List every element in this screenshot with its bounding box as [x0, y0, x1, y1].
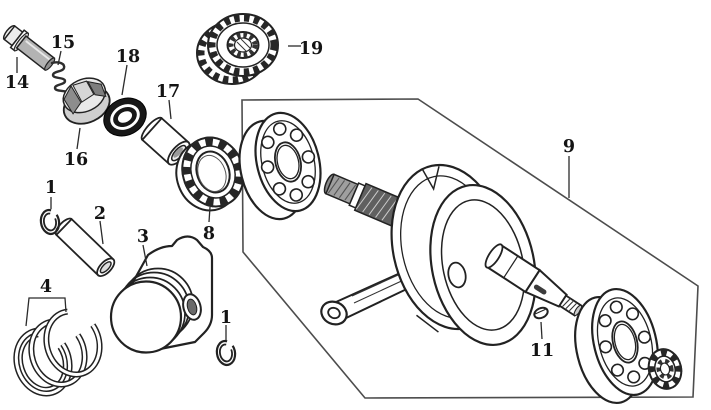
- piston-pin-boss: [182, 293, 202, 321]
- label-text: 8: [203, 224, 215, 244]
- circlip-1-left: [39, 208, 61, 235]
- circlip-1-right: [215, 339, 237, 366]
- primary-gear-19: [196, 13, 279, 85]
- outline-box: [241, 98, 699, 399]
- callout-19: 19: [288, 39, 323, 59]
- lock-washer: [647, 348, 683, 390]
- cam-sprocket-8: [175, 136, 245, 212]
- bearing-right: [574, 287, 659, 405]
- callout-11: 11: [530, 321, 554, 361]
- label-text: 11: [530, 341, 554, 361]
- callout-15: 15: [51, 33, 75, 66]
- flange-nut-16: [62, 77, 111, 125]
- label-text: 1: [45, 178, 57, 198]
- callout-3: 3: [137, 227, 149, 267]
- piston-rings-4: [13, 308, 103, 397]
- callout-17: 17: [156, 82, 180, 120]
- leader-line: [76, 127, 81, 150]
- leader-line: [57, 50, 62, 66]
- label-text: 17: [156, 82, 180, 102]
- callout-1-left: 1: [45, 178, 57, 209]
- label-text: 4: [40, 277, 52, 297]
- flywheel-right: [429, 183, 537, 347]
- piston-3: [109, 235, 214, 354]
- label-text: 2: [94, 204, 106, 224]
- callout-1-right: 1: [220, 308, 232, 340]
- callout-16: 16: [64, 127, 88, 170]
- bolt-14: [2, 24, 56, 72]
- leader-line: [121, 64, 128, 96]
- leader-line: [99, 220, 104, 245]
- leader-line: [168, 99, 172, 120]
- bearing-left: [238, 111, 322, 221]
- label-text: 16: [64, 150, 88, 170]
- callout-14: 14: [5, 57, 29, 93]
- leader-line: [142, 244, 148, 267]
- leader-line: [208, 206, 211, 223]
- callout-8: 8: [203, 206, 215, 244]
- label-text: 15: [51, 33, 75, 53]
- label-text: 3: [137, 227, 149, 247]
- leader-bracket: [25, 297, 67, 327]
- woodruff-key-11: [533, 306, 549, 320]
- callout-2: 2: [94, 204, 106, 245]
- crank-pin-hole: [447, 261, 467, 289]
- callout-18: 18: [116, 47, 140, 96]
- oil-seal-18: [103, 97, 147, 137]
- callout-9: 9: [563, 137, 575, 198]
- leader-line: [540, 321, 543, 340]
- label-text: 18: [116, 47, 140, 67]
- bushing-17: [140, 116, 191, 166]
- rod-small-end: [320, 300, 348, 326]
- piston-pin-2: [54, 217, 116, 277]
- callout-4: 4: [25, 277, 67, 327]
- label-text: 1: [220, 308, 232, 328]
- label-text: 9: [563, 137, 575, 157]
- label-text: 14: [5, 73, 29, 93]
- label-text: 19: [299, 39, 323, 59]
